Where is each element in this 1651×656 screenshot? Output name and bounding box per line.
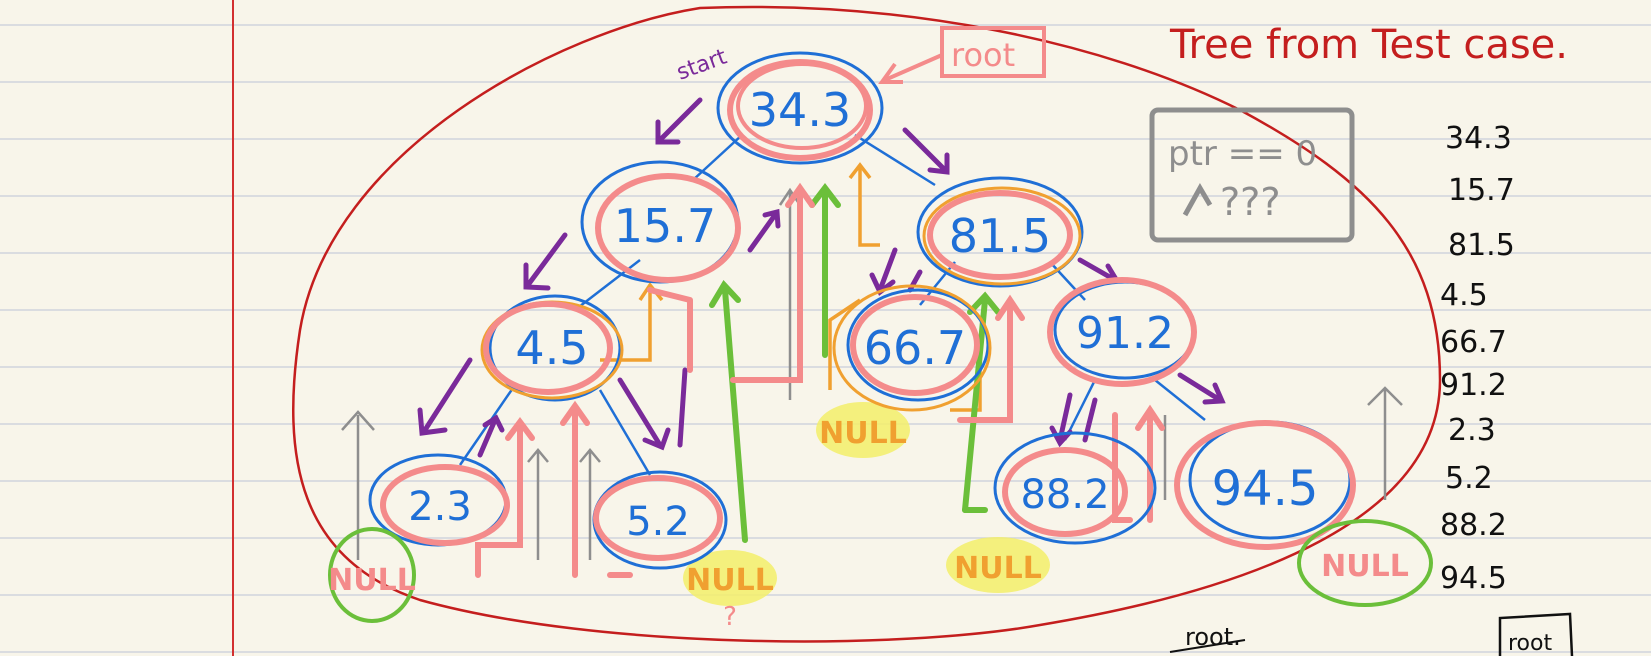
node-label: 91.2 <box>1076 308 1174 359</box>
root-tag: root <box>878 26 1046 84</box>
visit-order-list: 34.3 15.7 81.5 4.5 66.7 91.2 2.3 5.2 88.… <box>1440 121 1515 596</box>
order-item: 4.5 <box>1440 278 1488 313</box>
root-tag-arrowhead <box>878 62 903 84</box>
order-item: 34.3 <box>1445 121 1512 156</box>
null-highlights <box>683 402 1050 606</box>
tree-node-66: 66.7 <box>832 284 992 412</box>
bottom-root-box: root <box>1498 612 1574 656</box>
green-arrows <box>709 183 1001 543</box>
node-label: 4.5 <box>515 321 588 375</box>
node-label: 66.7 <box>864 321 966 375</box>
start-label: start <box>674 44 731 85</box>
tree-node-2: 2.3 <box>368 453 510 547</box>
order-item: 66.7 <box>1440 325 1507 360</box>
heading: Tree from Test case. <box>1169 22 1568 68</box>
order-item: 5.2 <box>1445 461 1493 496</box>
null-label: NULL <box>1321 549 1409 584</box>
order-item: 91.2 <box>1440 368 1507 403</box>
tree-node-81: 81.5 <box>916 176 1084 288</box>
tree-node-4: 4.5 <box>480 294 624 402</box>
tree-node-34: 34.3 <box>716 51 884 165</box>
order-item: 94.5 <box>1440 561 1507 596</box>
null-label: NULL <box>328 563 416 598</box>
order-item: 2.3 <box>1448 413 1496 448</box>
null-center-left: NULL <box>686 563 774 598</box>
bottom-root-box-label: root <box>1508 631 1552 656</box>
node-label: 2.3 <box>408 484 472 530</box>
order-item: 88.2 <box>1440 508 1507 543</box>
tree-node-5: 5.2 <box>592 470 728 570</box>
root-tag-label: root <box>951 36 1015 74</box>
null-mid-right: NULL <box>954 551 1042 586</box>
order-item: 81.5 <box>1448 228 1515 263</box>
gray-arrows <box>341 187 1403 560</box>
node-label: 88.2 <box>1020 472 1109 518</box>
null-center-right: NULL <box>819 416 907 451</box>
tree-node-94: 94.5 <box>1174 420 1356 550</box>
node-label: 94.5 <box>1212 461 1319 517</box>
node-label: 15.7 <box>614 199 716 253</box>
question-mark: ? <box>723 602 737 632</box>
null-left-leaf: NULL <box>328 527 416 623</box>
ptr-box-line1: ptr == 0 <box>1168 134 1317 174</box>
ptr-box-line2: ??? <box>1220 180 1281 224</box>
bottom-root-underline <box>1169 639 1246 653</box>
tree-node-88: 88.2 <box>993 431 1157 545</box>
pink-arrows <box>475 182 1165 578</box>
node-label: 5.2 <box>626 499 690 545</box>
null-right-leaf: NULL <box>1297 519 1433 607</box>
node-label: 34.3 <box>749 83 851 137</box>
purple-arrows <box>417 97 1226 458</box>
order-item: 15.7 <box>1448 173 1515 208</box>
orange-arrows <box>600 162 982 412</box>
ptr-box-arrow-icon <box>1182 182 1213 217</box>
ptr-box: ptr == 0 ??? <box>1149 107 1355 243</box>
tree-node-91: 91.2 <box>1047 277 1197 387</box>
bottom-root-note: root. <box>1185 623 1241 651</box>
node-label: 81.5 <box>949 209 1051 263</box>
tree-node-15: 15.7 <box>580 160 741 284</box>
